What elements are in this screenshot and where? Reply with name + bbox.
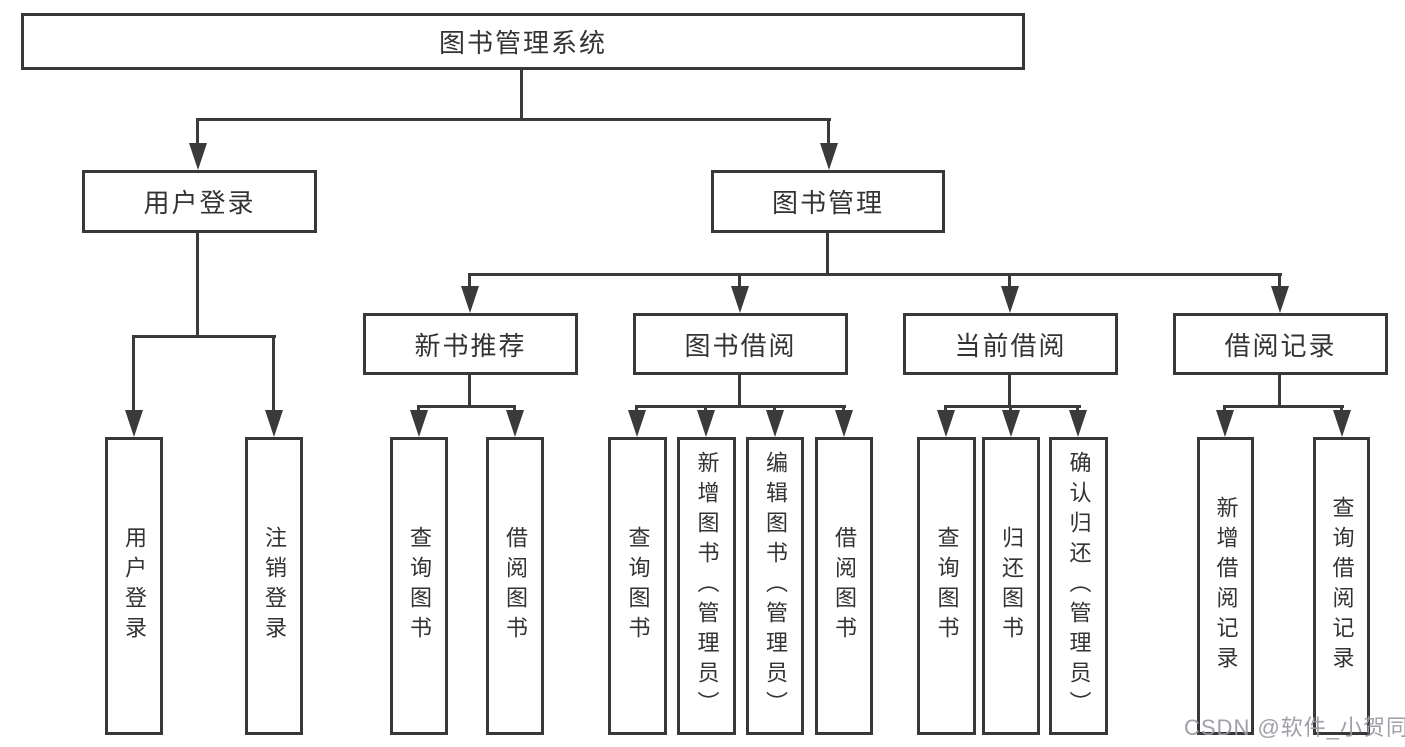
- connector-line: [417, 405, 516, 408]
- leaf-label: 归还图书: [999, 526, 1024, 646]
- connector-line: [842, 405, 845, 414]
- leaf-label: 查询图书: [407, 526, 432, 646]
- arrow-down-icon: [1216, 410, 1234, 437]
- arrow-down-icon: [265, 410, 283, 437]
- leaf-label: 借阅图书: [503, 526, 528, 646]
- connector-line: [1076, 405, 1079, 414]
- connector-line: [738, 273, 741, 288]
- connector-line: [196, 233, 199, 335]
- leaf-query-books-borrow: 查询图书: [608, 437, 667, 735]
- leaf-edit-books-admin: 编辑图书（管理员）: [746, 437, 804, 735]
- connector-line: [1008, 273, 1011, 288]
- leaf-logout: 注销登录: [245, 437, 303, 735]
- connector-line: [704, 405, 707, 414]
- leaf-add-borrow-record: 新增借阅记录: [1197, 437, 1254, 735]
- arrow-down-icon: [731, 286, 749, 313]
- leaf-query-books-current: 查询图书: [917, 437, 976, 735]
- arrow-down-icon: [189, 143, 207, 170]
- leaf-label: 新增借阅记录: [1213, 496, 1239, 676]
- leaf-borrow-books: 借阅图书: [815, 437, 873, 735]
- leaf-user-login: 用户登录: [105, 437, 163, 735]
- leaf-label: 确认归还（管理员）: [1066, 451, 1092, 721]
- arrow-down-icon: [697, 410, 715, 437]
- leaf-return-books: 归还图书: [982, 437, 1040, 735]
- arrow-down-icon: [835, 410, 853, 437]
- connector-line: [468, 273, 1282, 276]
- connector-line: [773, 405, 776, 414]
- connector-line: [196, 118, 831, 121]
- node-user-login: 用户登录: [82, 170, 317, 233]
- arrow-down-icon: [1002, 410, 1020, 437]
- connector-line: [1223, 405, 1344, 408]
- connector-line: [635, 405, 846, 408]
- connector-line: [132, 335, 276, 338]
- connector-line: [196, 118, 199, 146]
- leaf-query-borrow-record: 查询借阅记录: [1313, 437, 1370, 735]
- arrow-down-icon: [410, 410, 428, 437]
- node-borrow-records: 借阅记录: [1173, 313, 1388, 375]
- connector-line: [944, 405, 1081, 408]
- connector-line: [1223, 405, 1226, 414]
- leaf-label: 查询图书: [625, 526, 651, 646]
- leaf-label: 新增图书（管理员）: [694, 451, 720, 721]
- leaf-borrow-books-recommend: 借阅图书: [486, 437, 544, 735]
- connector-line: [468, 273, 471, 288]
- connector-line: [272, 335, 275, 413]
- leaf-add-books-admin: 新增图书（管理员）: [677, 437, 736, 735]
- arrow-down-icon: [1333, 410, 1351, 437]
- node-book-management: 图书管理: [711, 170, 945, 233]
- watermark: CSDN @软件_小贺同学: [1184, 715, 1405, 740]
- connector-line: [1008, 375, 1011, 405]
- connector-line: [826, 233, 829, 273]
- arrow-down-icon: [1001, 286, 1019, 313]
- arrow-down-icon: [628, 410, 646, 437]
- arrow-down-icon: [820, 143, 838, 170]
- arrow-down-icon: [1271, 286, 1289, 313]
- leaf-label: 查询图书: [934, 526, 960, 646]
- arrow-down-icon: [766, 410, 784, 437]
- connector-line: [738, 375, 741, 405]
- arrow-down-icon: [461, 286, 479, 313]
- leaf-query-books-recommend: 查询图书: [390, 437, 448, 735]
- node-library-management-system: 图书管理系统: [21, 13, 1025, 70]
- node-current-borrow: 当前借阅: [903, 313, 1118, 375]
- leaf-label: 查询借阅记录: [1329, 496, 1355, 676]
- leaf-label: 编辑图书（管理员）: [763, 451, 788, 721]
- connector-line: [513, 405, 516, 414]
- connector-line: [468, 375, 471, 405]
- connector-line: [635, 405, 638, 414]
- leaf-label: 注销登录: [262, 526, 287, 646]
- connector-line: [1009, 405, 1012, 414]
- leaf-confirm-return-admin: 确认归还（管理员）: [1049, 437, 1108, 735]
- connector-line: [132, 335, 135, 413]
- connector-line: [1278, 375, 1281, 405]
- connector-line: [520, 70, 523, 118]
- connector-line: [827, 118, 830, 146]
- arrow-down-icon: [506, 410, 524, 437]
- leaf-label: 用户登录: [122, 526, 147, 646]
- connector-line: [944, 405, 947, 414]
- arrow-down-icon: [937, 410, 955, 437]
- connector-line: [1340, 405, 1343, 414]
- node-new-book-recommend: 新书推荐: [363, 313, 578, 375]
- connector-line: [1278, 273, 1281, 288]
- arrow-down-icon: [125, 410, 143, 437]
- node-book-borrow: 图书借阅: [633, 313, 848, 375]
- arrow-down-icon: [1069, 410, 1087, 437]
- connector-line: [417, 405, 420, 414]
- leaf-label: 借阅图书: [832, 526, 857, 646]
